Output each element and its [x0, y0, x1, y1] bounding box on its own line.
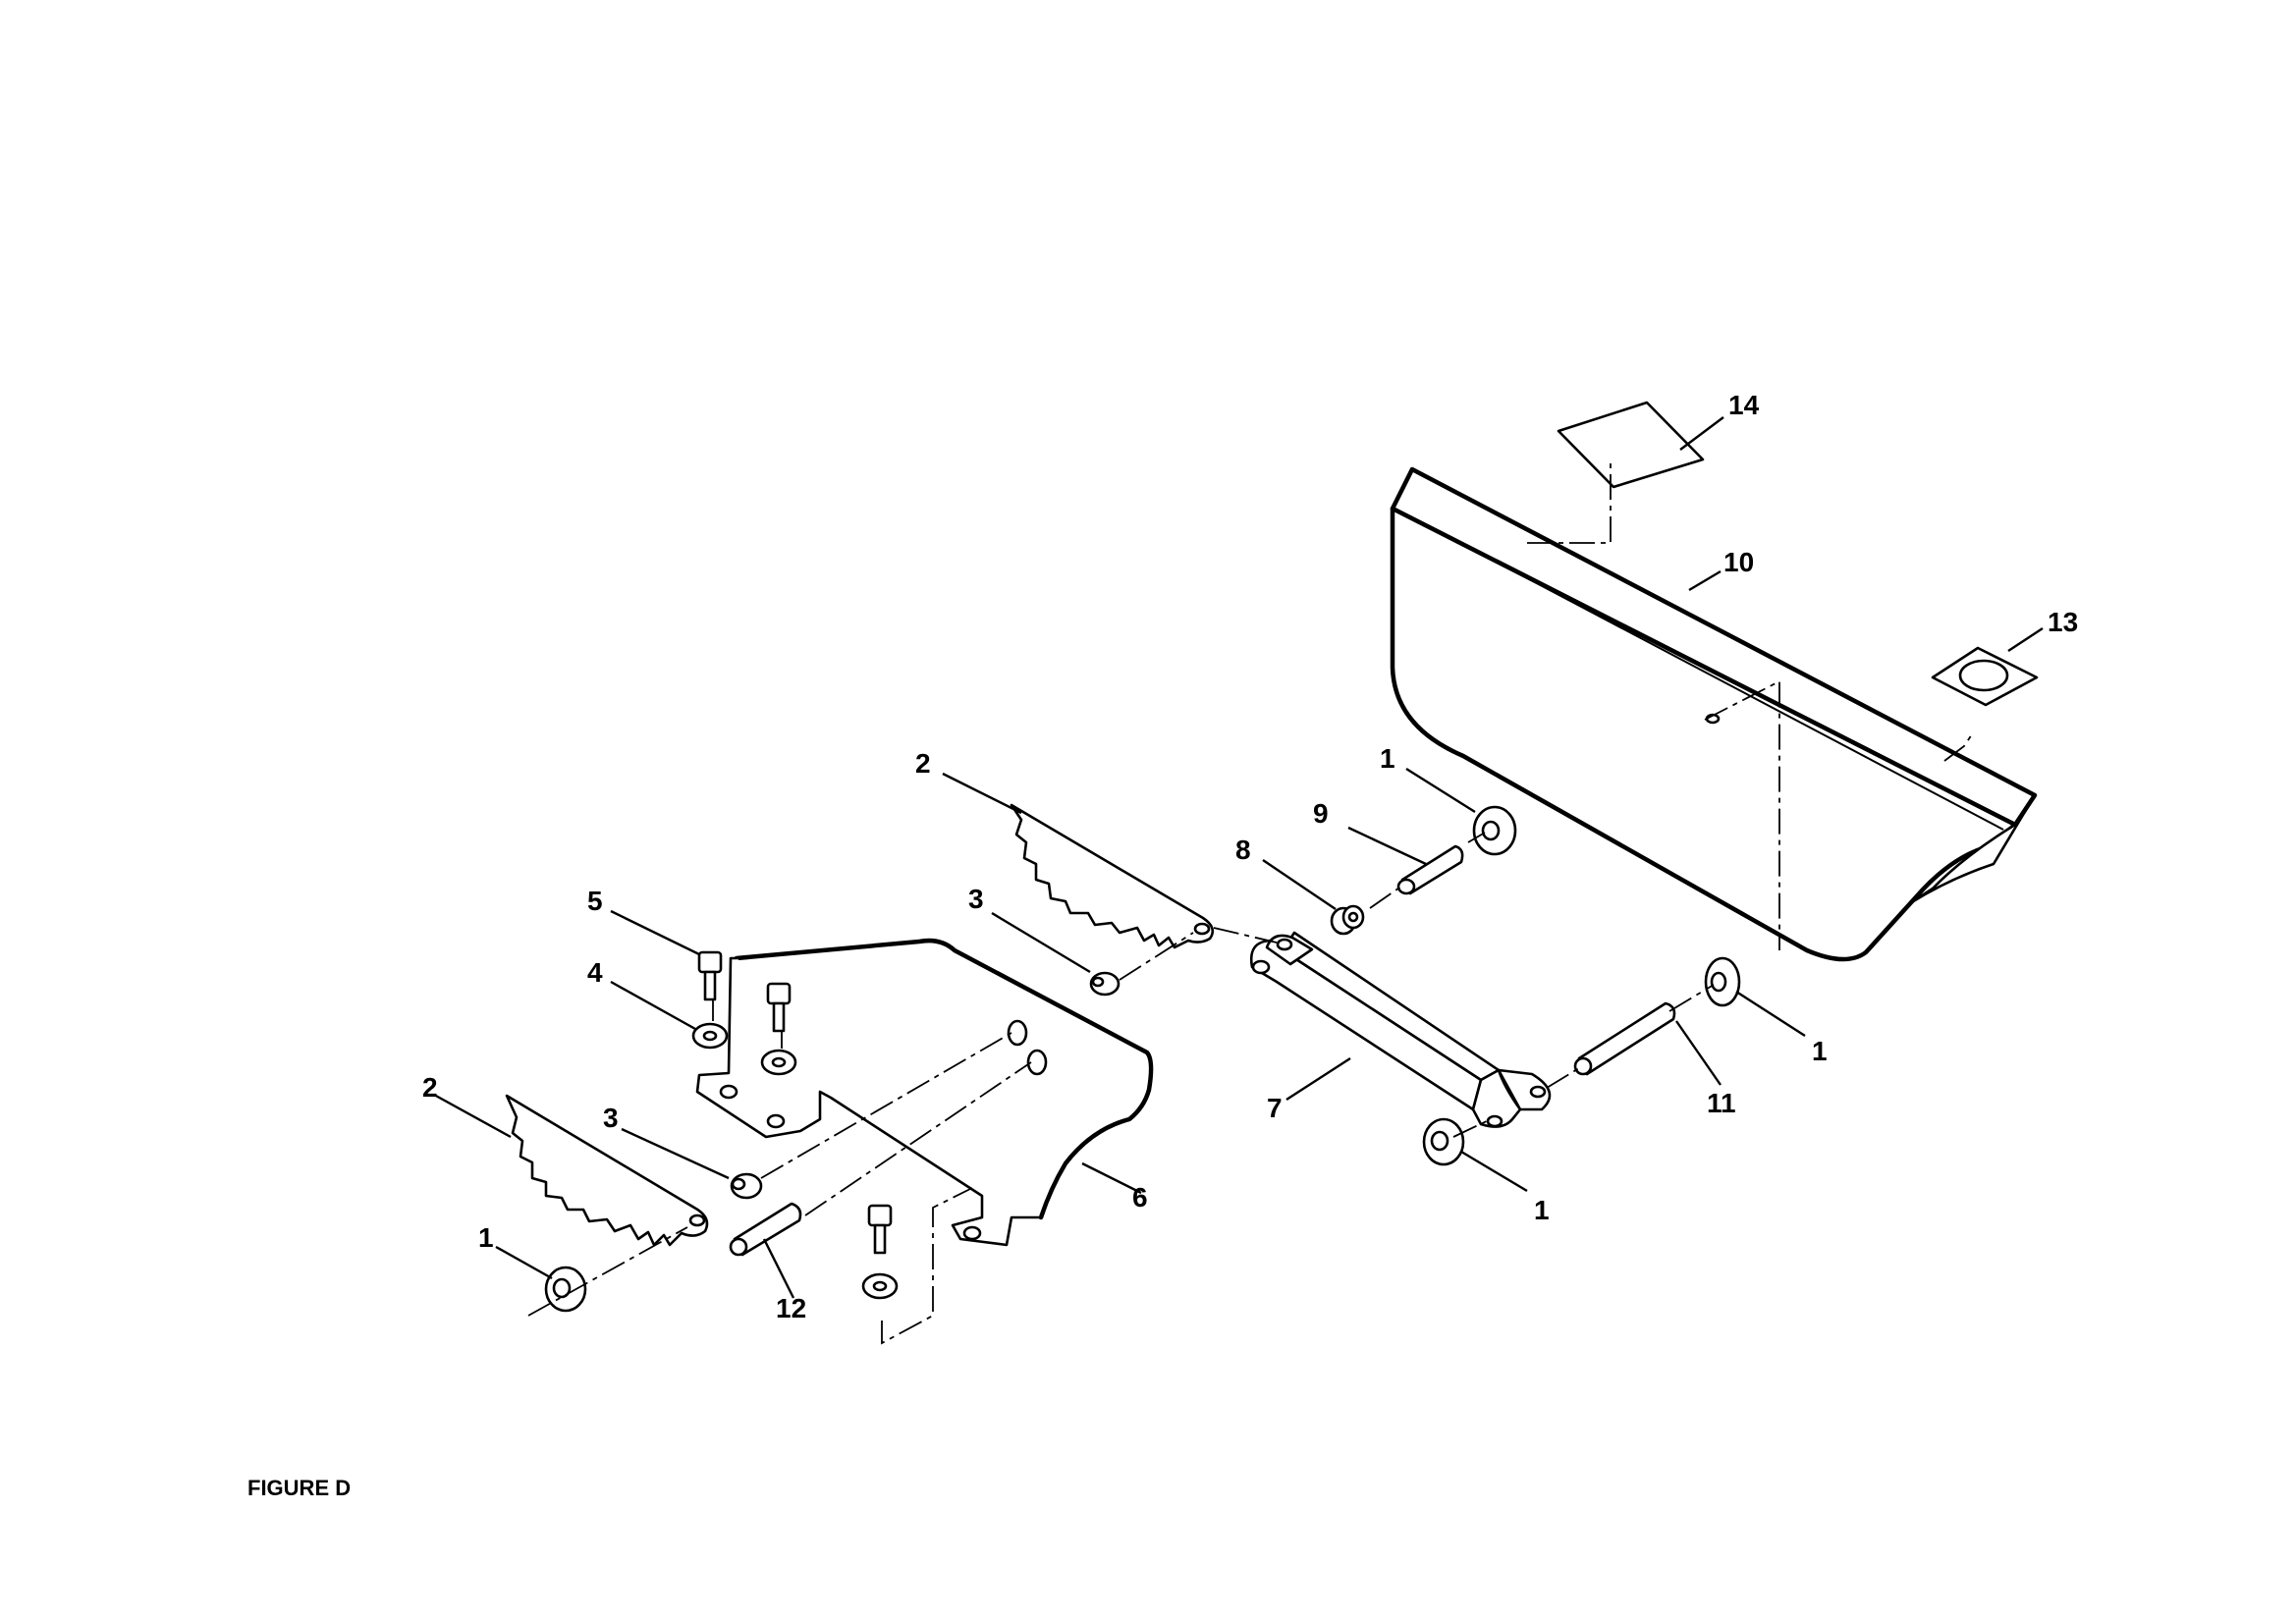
callout-6: 6 [1132, 1182, 1148, 1213]
pin-9 [1396, 844, 1464, 895]
figure-caption: FIGURE D [247, 1476, 351, 1500]
pin-12 [729, 1202, 802, 1257]
callout-2: 2 [915, 748, 931, 779]
callout-10: 10 [1723, 547, 1754, 577]
pawl-lower [505, 1094, 709, 1247]
screw-left [691, 950, 729, 1050]
circle-label [1931, 646, 2039, 707]
callout-4: 4 [587, 957, 603, 988]
callout-11: 11 [1707, 1088, 1736, 1118]
assembly-center-lines [527, 461, 1975, 1345]
callout-8: 8 [1235, 835, 1251, 865]
pin-11 [1573, 1001, 1676, 1076]
retaining-ring-11 [1704, 956, 1741, 1007]
callout-2: 2 [422, 1072, 438, 1103]
callout-1: 1 [1812, 1036, 1828, 1066]
support-bracket [695, 938, 1154, 1247]
callout-3: 3 [968, 884, 984, 914]
callout-14: 14 [1728, 390, 1760, 420]
retaining-ring-lower [544, 1266, 587, 1313]
retaining-ring-arm [1422, 1117, 1465, 1166]
pawl-upper [1010, 803, 1215, 949]
callout-12: 12 [776, 1293, 806, 1323]
callout-labels: 14 10 13 1 9 8 2 3 5 4 1 11 7 2 3 6 1 1 … [422, 390, 2078, 1323]
retaining-ring-9 [1472, 805, 1517, 856]
callout-1: 1 [1380, 743, 1395, 774]
callout-3: 3 [603, 1103, 619, 1133]
callout-leaders [433, 416, 2044, 1299]
spacer-upper [1089, 971, 1121, 997]
callout-1: 1 [478, 1222, 494, 1253]
swing-arm [1249, 931, 1552, 1128]
callout-13: 13 [2048, 607, 2078, 637]
callout-9: 9 [1313, 798, 1329, 829]
bushing-8 [1330, 904, 1365, 936]
warning-label [1557, 401, 1705, 489]
spacer-lower [730, 1172, 763, 1200]
screw-bottom [861, 1204, 899, 1300]
callout-7: 7 [1267, 1093, 1283, 1123]
blade-guard-cover [1390, 466, 2038, 962]
screw-right [760, 982, 797, 1076]
callout-5: 5 [587, 886, 603, 916]
callout-1: 1 [1534, 1195, 1550, 1225]
